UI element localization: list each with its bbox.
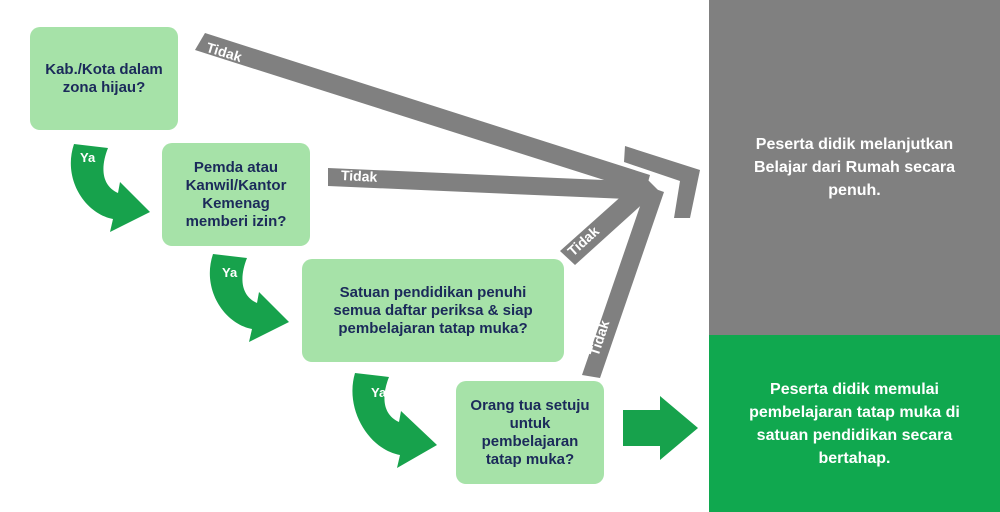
outcome-belajar-dari-rumah: Peserta didik melanjutkan Belajar dari R…: [709, 0, 1000, 335]
no-arrow-2: [328, 168, 650, 200]
question-orang-tua-text: Orang tua setuju untuk pembelajaran tata…: [470, 396, 590, 468]
no-arrow-3: [560, 176, 658, 265]
question-zona-hijau: Kab./Kota dalam zona hijau?: [30, 27, 178, 130]
yes-label-2: Ya: [222, 265, 238, 280]
yes-arrow-3: [352, 373, 437, 468]
question-orang-tua: Orang tua setuju untuk pembelajaran tata…: [456, 381, 604, 484]
yes-arrow-1: [70, 144, 150, 232]
outcome-tatap-muka-text: Peserta didik memulai pembelajaran tatap…: [749, 380, 960, 467]
no-arrow-4: [582, 186, 664, 378]
question-daftar-periksa: Satuan pendidikan penuhi semua daftar pe…: [302, 259, 564, 362]
question-zona-hijau-text: Kab./Kota dalam zona hijau?: [45, 60, 163, 96]
outcome-tatap-muka: Peserta didik memulai pembelajaran tatap…: [709, 335, 1000, 512]
question-izin-pemda: Pemda atau Kanwil/Kantor Kemenag memberi…: [162, 143, 310, 246]
outcome-belajar-dari-rumah-text: Peserta didik melanjutkan Belajar dari R…: [754, 136, 955, 199]
yes-label-1: Ya: [80, 150, 96, 165]
no-arrow-1: [195, 33, 650, 193]
yes-label-3: Ya: [371, 385, 387, 400]
yes-final-arrow: [623, 396, 698, 460]
no-arrowhead: [624, 146, 700, 218]
question-daftar-periksa-text: Satuan pendidikan penuhi semua daftar pe…: [333, 283, 533, 337]
no-label-2: Tidak: [340, 167, 378, 185]
question-izin-pemda-text: Pemda atau Kanwil/Kantor Kemenag memberi…: [185, 158, 287, 230]
yes-arrow-2: [209, 254, 289, 342]
